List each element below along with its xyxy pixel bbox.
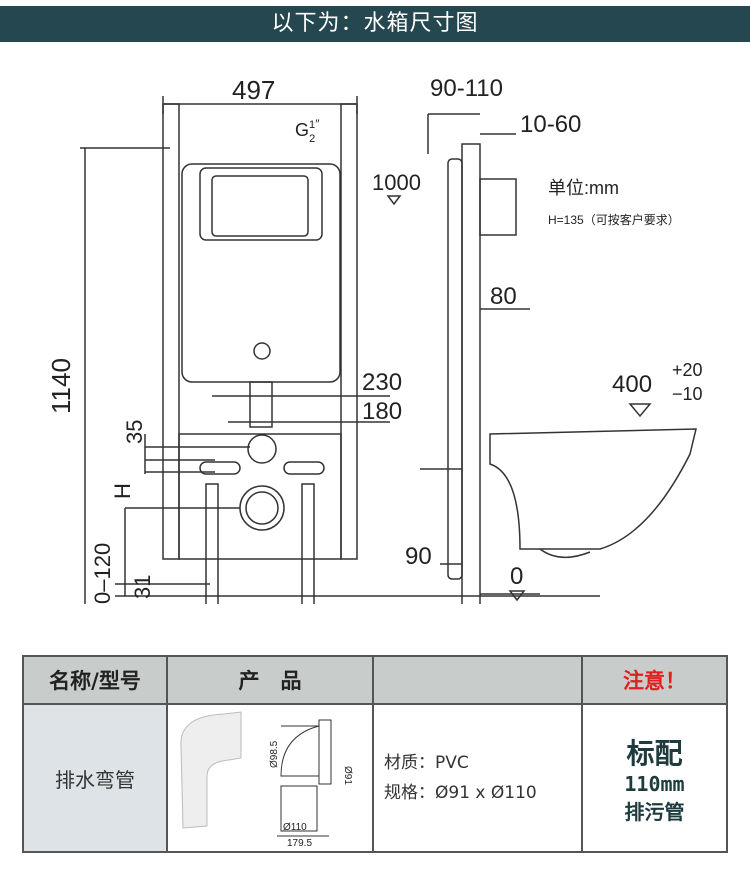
svg-text:179.5: 179.5	[287, 838, 312, 846]
note-cell: 标配 110mm 排污管	[581, 703, 728, 853]
section-banner: 以下为：水箱尺寸图	[0, 6, 750, 42]
dim-35: 35	[122, 420, 147, 444]
frame-right-post	[340, 103, 358, 560]
dim-10-60: 10-60	[520, 111, 581, 138]
elbow-pipe-photo	[180, 711, 242, 829]
dim-h: H	[110, 483, 135, 499]
dim-31: 31	[130, 575, 155, 599]
dim-400: 400	[612, 371, 652, 398]
svg-text:Ø91: Ø91	[342, 766, 353, 785]
side-frame	[461, 143, 481, 604]
svg-text:Ø98.5: Ø98.5	[269, 740, 280, 768]
dim-0: 0	[510, 563, 523, 590]
wall-hung-toilet	[489, 428, 697, 550]
dim-0-120: 0–120	[90, 543, 115, 604]
water-inlet	[253, 342, 271, 360]
tolerance-minus: −10	[672, 384, 703, 404]
dim-1000: 1000	[372, 170, 421, 195]
unit-label: 单位:mm	[548, 178, 619, 198]
header-product: 产 品	[166, 655, 374, 705]
header-name: 名称/型号	[22, 655, 168, 705]
header-spec	[372, 655, 583, 705]
product-image-cell: Ø98.5 Ø91 Ø110 179.5	[166, 703, 374, 853]
header-attention: 注意！	[581, 655, 728, 705]
h-note: H=135（可按客户要求）	[548, 212, 680, 227]
table-row: 排水弯管 Ø98.5 Ø91 Ø110	[22, 703, 728, 853]
dim-width: 497	[232, 75, 275, 105]
flush-plate-opening	[211, 175, 309, 237]
drain-elbow-drawing: Ø98.5 Ø91 Ø110 179.5	[180, 711, 353, 849]
dim-90: 90	[405, 543, 432, 570]
note-pipe: 排污管	[624, 799, 685, 824]
specification: 规格：Ø91 x Ø110	[384, 783, 537, 803]
note-standard: 标配	[626, 736, 683, 770]
tolerance-plus: +20	[672, 360, 703, 380]
dim-height: 1140	[46, 358, 76, 414]
product-name: 排水弯管	[22, 703, 168, 853]
cistern-tank	[181, 163, 341, 383]
frame-left-post	[162, 103, 180, 560]
dim-80: 80	[490, 283, 517, 310]
svg-text:Ø110: Ø110	[283, 822, 307, 833]
dim-230: 230	[362, 369, 402, 396]
spec-cell: 材质：PVC 规格：Ø91 x Ø110	[372, 703, 583, 853]
flush-outlet	[247, 434, 277, 464]
note-size: 110mm	[624, 771, 685, 796]
dim-180: 180	[362, 398, 402, 425]
accessory-table: 名称/型号 产 品 注意！ 排水弯管	[22, 655, 728, 853]
material: 材质：PVC	[384, 753, 469, 773]
dim-90-110: 90-110	[430, 75, 503, 102]
